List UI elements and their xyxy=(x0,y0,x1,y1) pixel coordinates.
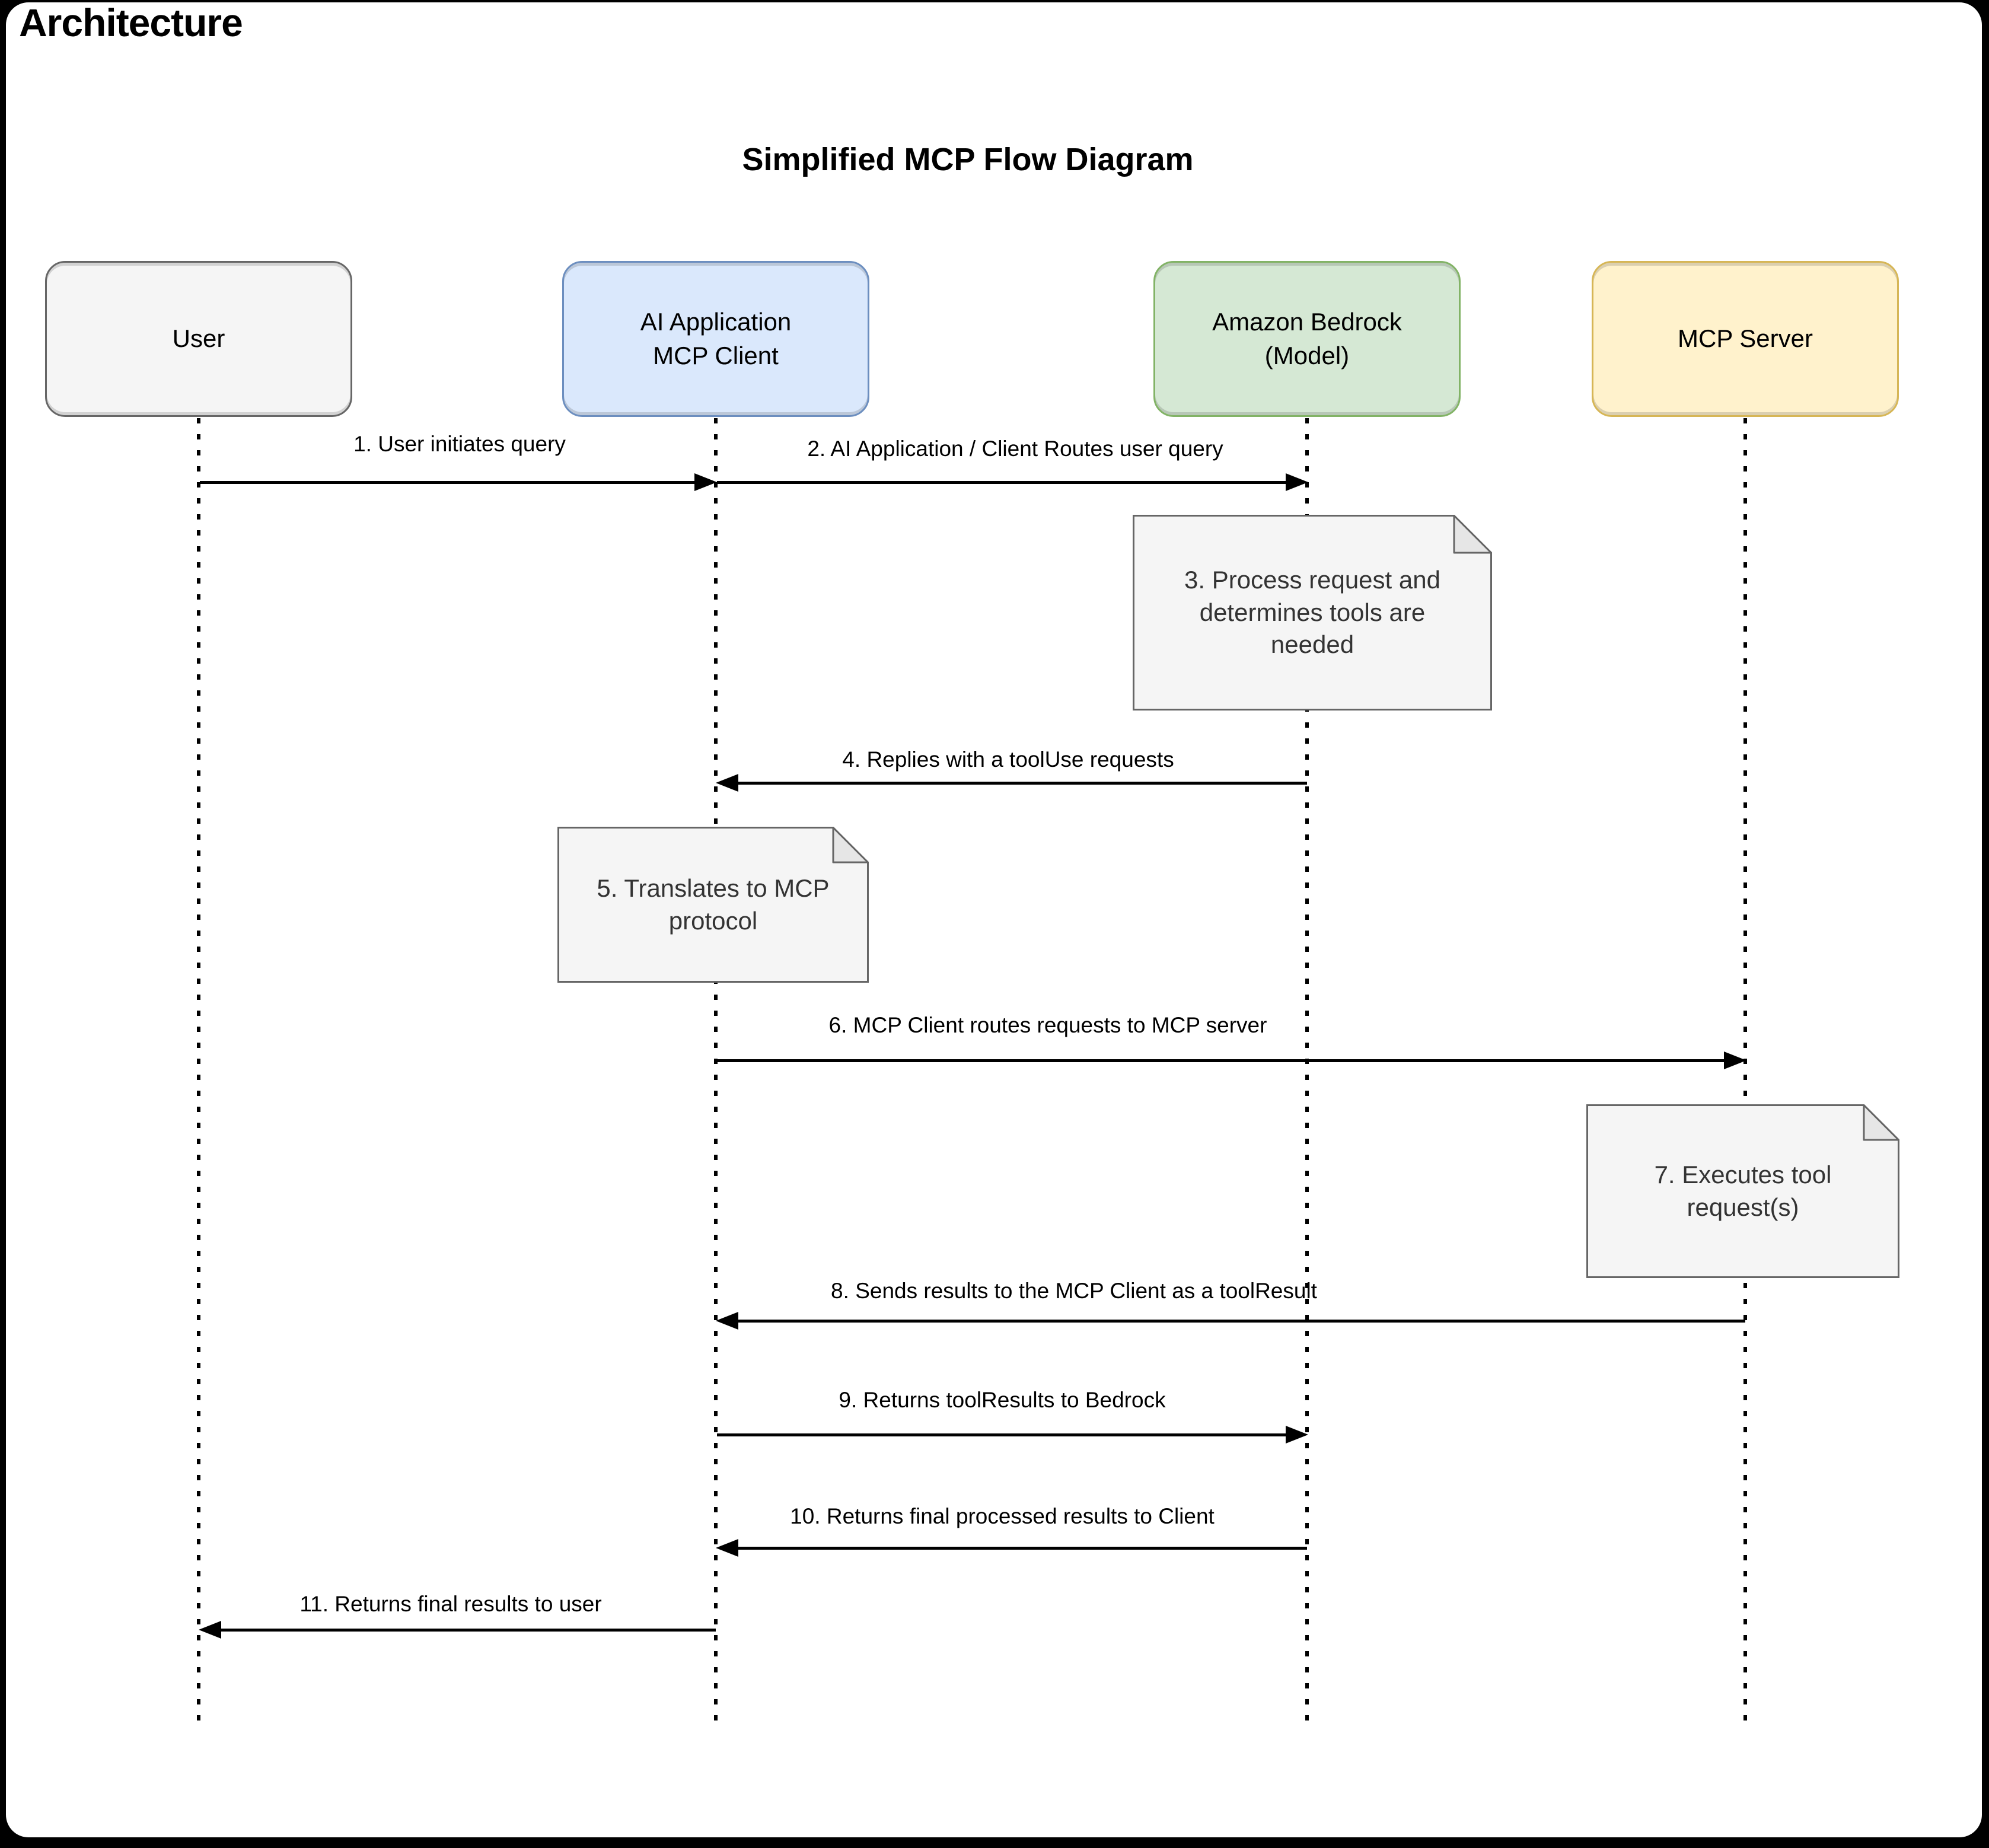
participant-ai-application-mcp-client: AI Application MCP Client xyxy=(562,261,869,417)
note-3-text: 3. Process request and determines tools … xyxy=(1184,566,1440,659)
arrowhead-right-icon xyxy=(1724,1052,1746,1069)
message-label-9: 9. Returns toolResults to Bedrock xyxy=(839,1388,1166,1412)
message-arrow-9 xyxy=(717,1426,1308,1444)
participant-user: User xyxy=(45,261,352,417)
message-arrow-4 xyxy=(716,774,1307,792)
page-title: Architecture xyxy=(19,1,243,44)
message-arrow-2 xyxy=(717,473,1308,491)
message-label-4: 4. Replies with a toolUse requests xyxy=(842,747,1174,772)
note-3: 3. Process request and determines tools … xyxy=(1133,515,1492,710)
message-label-8: 8. Sends results to the MCP Client as a … xyxy=(831,1279,1317,1303)
lifeline-user xyxy=(197,418,200,1723)
arrowhead-left-icon xyxy=(716,774,738,792)
participant-amazon-bedrock-model: Amazon Bedrock (Model) xyxy=(1153,261,1461,417)
note-shape xyxy=(1586,1104,1899,1278)
note-shape xyxy=(1133,515,1492,710)
message-arrow-10 xyxy=(716,1539,1307,1557)
diagram-title: Simplified MCP Flow Diagram xyxy=(742,142,1194,177)
arrowhead-right-icon xyxy=(1286,473,1308,491)
arrowhead-left-icon xyxy=(199,1621,221,1639)
message-arrow-11 xyxy=(199,1621,716,1639)
note-7-text: 7. Executes tool request(s) xyxy=(1654,1160,1832,1221)
arrowhead-left-icon xyxy=(716,1539,738,1557)
message-label-11: 11. Returns final results to user xyxy=(299,1592,602,1616)
message-label-1: 1. User initiates query xyxy=(353,432,566,456)
lifeline-ai-application-mcp-client xyxy=(714,418,718,1723)
note-shape xyxy=(557,827,869,983)
folded-corner-icon xyxy=(832,827,869,864)
folded-corner-icon xyxy=(1453,515,1492,554)
note-5-text: 5. Translates to MCP protocol xyxy=(597,874,830,935)
folded-corner-icon xyxy=(1863,1104,1899,1141)
arrowhead-right-icon xyxy=(1286,1426,1308,1444)
message-label-2: 2. AI Application / Client Routes user q… xyxy=(807,436,1223,461)
message-arrow-1 xyxy=(200,473,717,491)
participant-mcp-server: MCP Server xyxy=(1592,261,1899,417)
note-7: 7. Executes tool request(s) xyxy=(1586,1104,1899,1278)
message-label-6: 6. MCP Client routes requests to MCP ser… xyxy=(828,1013,1267,1037)
message-arrow-6 xyxy=(717,1052,1746,1069)
message-label-10: 10. Returns final processed results to C… xyxy=(790,1504,1215,1528)
note-5: 5. Translates to MCP protocol xyxy=(557,827,869,983)
message-arrow-8 xyxy=(716,1312,1745,1330)
arrowhead-right-icon xyxy=(694,473,717,491)
lifeline-amazon-bedrock-model xyxy=(1305,418,1309,1723)
lifeline-mcp-server xyxy=(1743,418,1747,1723)
arrowhead-left-icon xyxy=(716,1312,738,1330)
